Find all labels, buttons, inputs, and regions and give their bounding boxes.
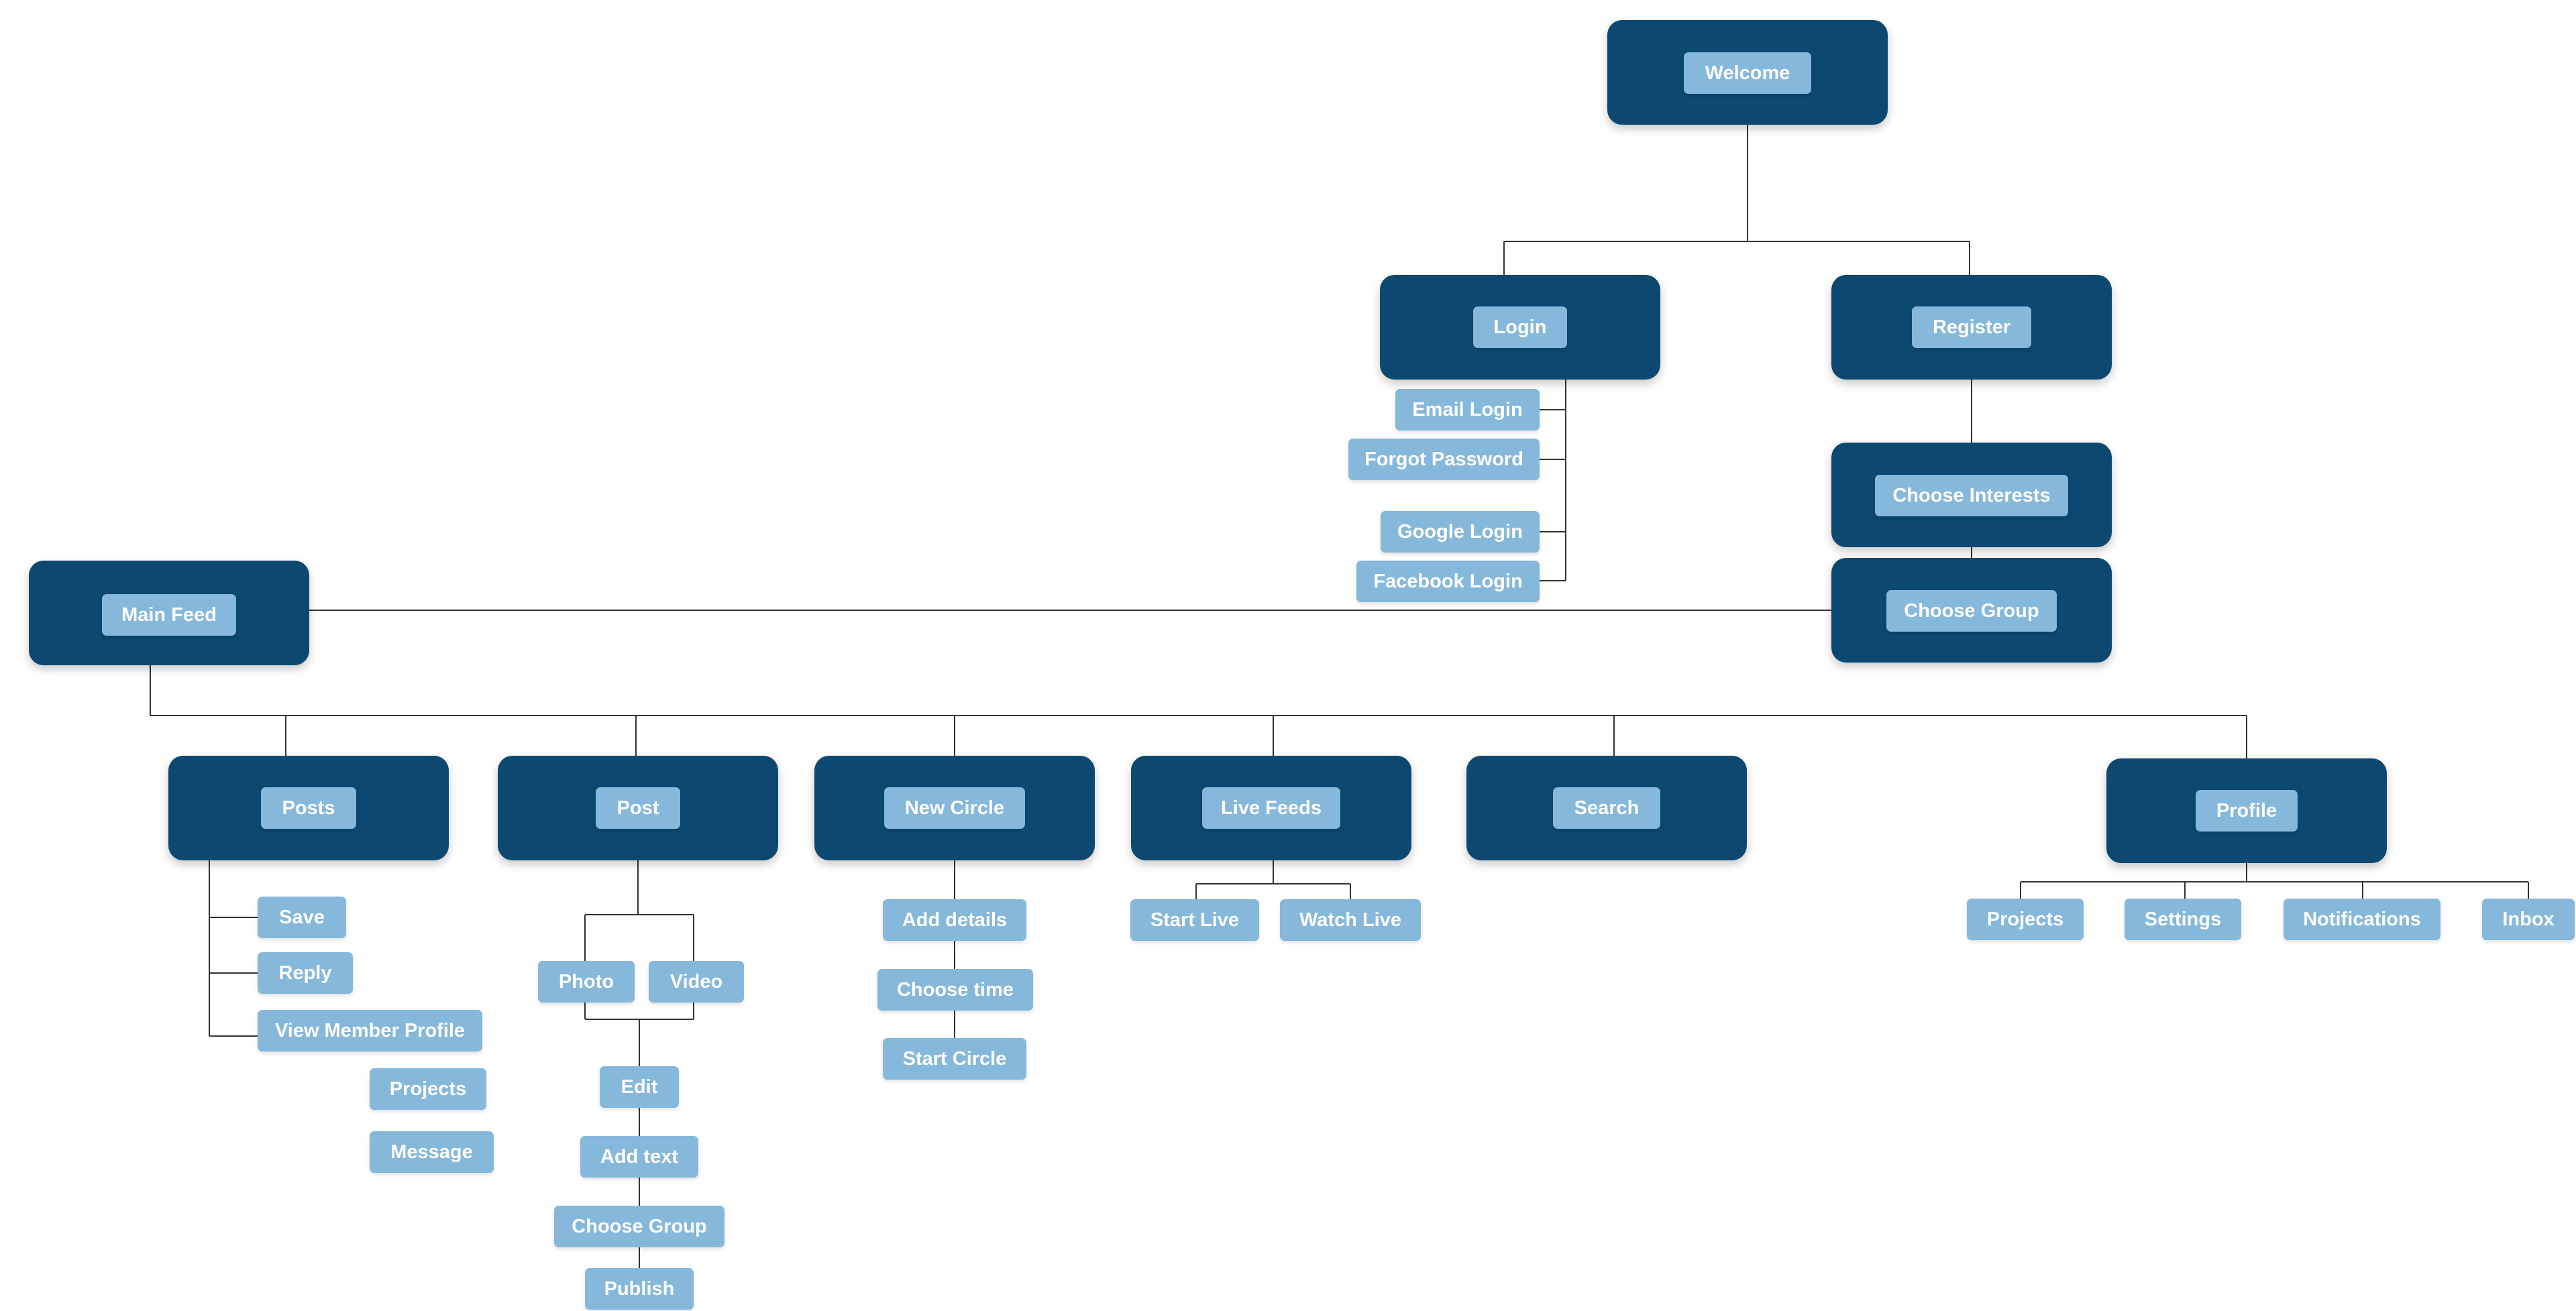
- login-node[interactable]: Login: [1473, 306, 1567, 348]
- new-circle-node[interactable]: New Circle: [884, 787, 1025, 829]
- email-login-node[interactable]: Email Login: [1395, 389, 1540, 431]
- search-box: Search: [1466, 756, 1747, 860]
- welcome-box: Welcome: [1607, 20, 1888, 125]
- choose-group-register-node[interactable]: Choose Group: [1886, 590, 2057, 632]
- reply-node[interactable]: Reply: [258, 952, 353, 994]
- posts-node[interactable]: Posts: [261, 787, 356, 829]
- photo-node[interactable]: Photo: [538, 961, 635, 1003]
- publish-node[interactable]: Publish: [585, 1268, 694, 1310]
- add-text-node[interactable]: Add text: [580, 1136, 698, 1178]
- choose-group-register-box: Choose Group: [1831, 558, 2112, 663]
- welcome-node[interactable]: Welcome: [1684, 52, 1811, 94]
- edit-node[interactable]: Edit: [600, 1066, 679, 1108]
- choose-interests-box: Choose Interests: [1831, 443, 2112, 547]
- choose-group-post-node[interactable]: Choose Group: [554, 1206, 724, 1247]
- video-node[interactable]: Video: [649, 961, 744, 1003]
- save-node[interactable]: Save: [258, 897, 346, 938]
- member-projects-node[interactable]: Projects: [370, 1068, 486, 1110]
- start-circle-node[interactable]: Start Circle: [883, 1038, 1026, 1080]
- post-box: Post: [498, 756, 778, 860]
- main-feed-node[interactable]: Main Feed: [102, 594, 236, 636]
- settings-node[interactable]: Settings: [2125, 899, 2241, 940]
- message-node[interactable]: Message: [370, 1131, 494, 1173]
- inbox-node[interactable]: Inbox: [2482, 899, 2575, 940]
- register-node[interactable]: Register: [1912, 306, 2031, 348]
- notifications-node[interactable]: Notifications: [2284, 899, 2440, 940]
- choose-interests-node[interactable]: Choose Interests: [1875, 475, 2068, 516]
- profile-node[interactable]: Profile: [2196, 790, 2298, 832]
- watch-live-node[interactable]: Watch Live: [1280, 899, 1421, 941]
- login-box: Login: [1380, 275, 1660, 380]
- register-box: Register: [1831, 275, 2112, 380]
- live-feeds-node[interactable]: Live Feeds: [1202, 787, 1340, 829]
- forgot-password-node[interactable]: Forgot Password: [1348, 439, 1540, 480]
- facebook-login-node[interactable]: Facebook Login: [1356, 561, 1540, 602]
- post-node[interactable]: Post: [596, 787, 680, 829]
- main-feed-box: Main Feed: [29, 561, 309, 665]
- view-member-profile-node[interactable]: View Member Profile: [258, 1010, 482, 1051]
- choose-time-node[interactable]: Choose time: [877, 969, 1033, 1011]
- add-details-node[interactable]: Add details: [883, 899, 1026, 941]
- profile-box: Profile: [2106, 758, 2387, 863]
- posts-box: Posts: [168, 756, 449, 860]
- search-node[interactable]: Search: [1553, 787, 1660, 829]
- new-circle-box: New Circle: [814, 756, 1095, 860]
- start-live-node[interactable]: Start Live: [1130, 899, 1259, 941]
- google-login-node[interactable]: Google Login: [1381, 511, 1540, 553]
- live-feeds-box: Live Feeds: [1131, 756, 1411, 860]
- profile-projects-node[interactable]: Projects: [1967, 899, 2084, 940]
